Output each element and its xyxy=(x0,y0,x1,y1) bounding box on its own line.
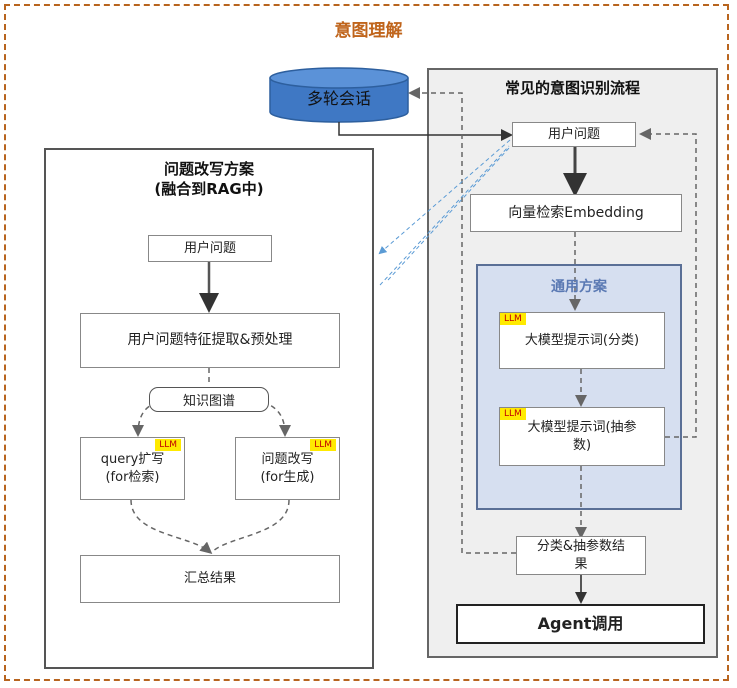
result-to-database-arrow xyxy=(408,87,516,554)
classify-prompt-box: LLM 大模型提示词(分类) xyxy=(499,312,665,369)
agent-call-label: Agent调用 xyxy=(537,614,624,634)
right-user-question-box: 用户问题 xyxy=(512,122,636,147)
classify-prompt-label: 大模型提示词(分类) xyxy=(524,332,640,348)
question-rewrite-to-summary-arrow xyxy=(211,499,290,553)
summary-label: 汇总结果 xyxy=(183,571,236,587)
agent-call-box: Agent调用 xyxy=(456,604,705,644)
database-label: 多轮会话 xyxy=(306,89,371,108)
right-to-left-blue-arrow xyxy=(378,139,511,255)
question-rewrite-line1: 问题改写 xyxy=(261,451,314,467)
question-rewrite-box: LLM 问题改写 (for生成) xyxy=(235,437,340,500)
result-line1: 分类&抽参数结 xyxy=(536,538,626,554)
db-to-user-question-line xyxy=(338,122,513,141)
right-panel-title: 常见的意图识别流程 xyxy=(504,79,640,97)
vector-search-label: 向量检索Embedding xyxy=(508,204,644,221)
param-prompt-line2: 数) xyxy=(572,437,592,453)
general-solution-title: 通用方案 xyxy=(551,279,607,295)
kg-to-question-rewrite-arrow xyxy=(244,399,291,437)
left-user-question-label: 用户问题 xyxy=(183,240,236,256)
query-expand-llm-tag: LLM xyxy=(155,439,181,451)
param-prompt-box: LLM 大模型提示词(抽参 数) xyxy=(499,407,665,466)
left-to-right-blue-line-1 xyxy=(379,145,510,286)
kg-to-query-expand-arrow xyxy=(132,399,176,437)
query-expand-box: LLM query扩写 (for检索) xyxy=(80,437,185,500)
query-expand-line1: query扩写 xyxy=(100,451,165,467)
result-line2: 果 xyxy=(574,556,588,572)
param-prompt-llm-tag: LLM xyxy=(500,408,526,420)
query-expand-to-summary-arrow xyxy=(130,499,213,554)
vector-search-box: 向量检索Embedding xyxy=(470,194,682,232)
result-box: 分类&抽参数结 果 xyxy=(516,536,646,575)
outer-dashed-frame xyxy=(4,4,729,681)
feature-extract-box: 用户问题特征提取&预处理 xyxy=(80,313,340,368)
param-loop-back-arrow xyxy=(639,128,697,438)
param-prompt-line1: 大模型提示词(抽参 xyxy=(527,419,637,435)
question-rewrite-line2: (for生成) xyxy=(260,469,315,485)
classify-prompt-llm-tag: LLM xyxy=(500,313,526,325)
left-user-question-box: 用户问题 xyxy=(148,235,272,262)
knowledge-graph-label: 知识图谱 xyxy=(182,394,235,409)
feature-extract-label: 用户问题特征提取&预处理 xyxy=(127,332,293,349)
question-rewrite-llm-tag: LLM xyxy=(310,439,336,451)
diagram-title: 意图理解 xyxy=(334,21,403,41)
query-expand-line2: (for检索) xyxy=(105,469,160,485)
left-to-right-blue-line-2 xyxy=(387,147,510,281)
left-panel-title-line1: 问题改写方案 xyxy=(163,160,254,178)
knowledge-graph-pill: 知识图谱 xyxy=(149,387,269,412)
summary-box: 汇总结果 xyxy=(80,555,340,603)
right-user-question-label: 用户问题 xyxy=(547,126,600,142)
left-panel-title-line2: (融合到RAG中) xyxy=(154,180,264,198)
